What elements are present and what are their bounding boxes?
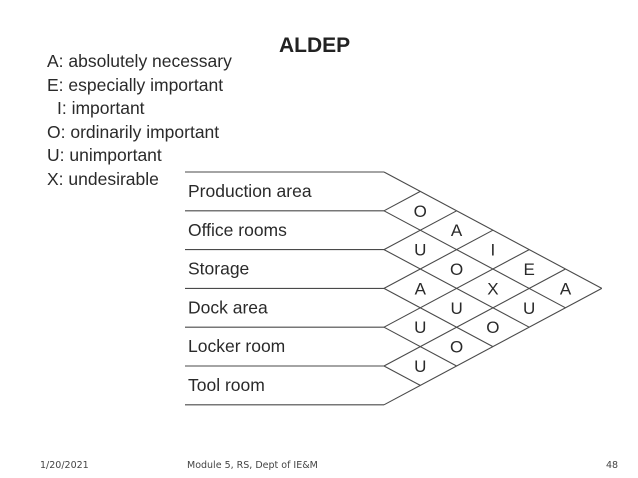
legend-item-o: O: ordinarily important bbox=[47, 121, 220, 142]
department-label: Dock area bbox=[188, 297, 268, 317]
diagonal-line bbox=[383, 268, 566, 367]
diagonal-line bbox=[383, 190, 421, 212]
department-label: Locker room bbox=[188, 336, 285, 356]
department-label: Storage bbox=[188, 259, 249, 279]
relationship-code: O bbox=[414, 202, 427, 221]
diagonal-line bbox=[383, 229, 494, 289]
relationship-code: U bbox=[414, 241, 426, 260]
footer-date: 1/20/2021 bbox=[40, 460, 89, 471]
department-label: Office rooms bbox=[188, 220, 287, 240]
diagonal-line bbox=[383, 287, 603, 406]
relationship-code: A bbox=[451, 221, 463, 240]
slide-title: ALDEP bbox=[279, 34, 351, 57]
diagonal-line bbox=[383, 287, 494, 348]
relationship-code: X bbox=[487, 279, 498, 298]
relationship-code: A bbox=[560, 279, 572, 298]
diagonal-line bbox=[383, 210, 457, 251]
legend-item-e: E: especially important bbox=[47, 74, 224, 95]
legend-item-a: A: absolutely necessary bbox=[47, 51, 232, 71]
relationship-code: U bbox=[414, 357, 426, 376]
legend-item-u: U: unimportant bbox=[47, 145, 162, 166]
diagonal-line bbox=[383, 210, 566, 309]
footer-page-number: 48 bbox=[606, 460, 619, 471]
chart-grid-lines bbox=[185, 171, 603, 406]
footer-module: Module 5, RS, Dept of IE&M bbox=[187, 460, 318, 471]
legend-item-x: X: undesirable bbox=[47, 168, 159, 189]
relationship-code: O bbox=[450, 338, 463, 357]
diagonal-line bbox=[383, 249, 530, 328]
relationship-code: E bbox=[524, 260, 535, 279]
department-label: Tool room bbox=[188, 375, 265, 395]
relationship-code: U bbox=[523, 299, 535, 318]
relationship-code: U bbox=[450, 299, 462, 318]
legend: A: absolutely necessary E: especially im… bbox=[47, 50, 232, 192]
diagonal-line bbox=[383, 365, 421, 386]
relationship-code: U bbox=[414, 318, 426, 337]
relationship-code: O bbox=[450, 260, 463, 279]
legend-item-i: I: important bbox=[57, 98, 145, 119]
relationship-code: I bbox=[491, 241, 496, 260]
department-label: Production area bbox=[188, 181, 312, 201]
relationship-code: A bbox=[415, 279, 427, 298]
relationship-code: O bbox=[486, 318, 499, 337]
